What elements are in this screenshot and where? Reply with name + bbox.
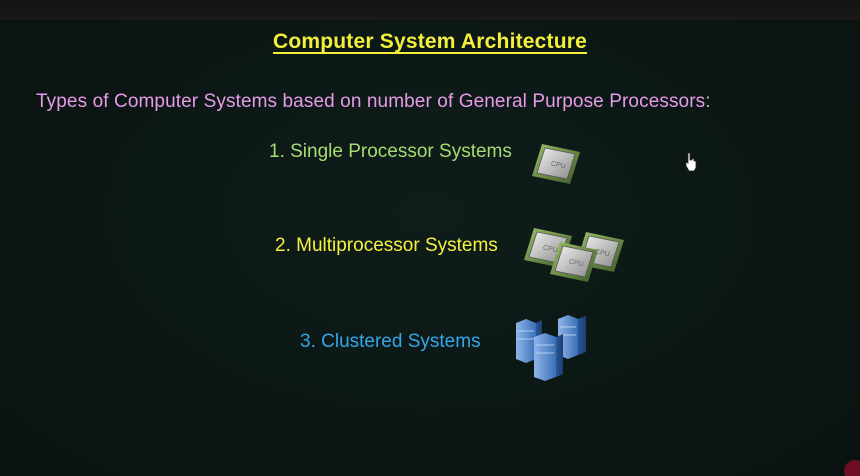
- svg-text:CPU: CPU: [594, 248, 610, 258]
- slide-title: Computer System Architecture: [272, 30, 588, 53]
- svg-text:CPU: CPU: [550, 160, 566, 170]
- cpu-chip-icon: CPU: [532, 144, 580, 184]
- list-item-single-processor: 1. Single Processor Systems: [269, 141, 512, 162]
- list-item-clustered: 3. Clustered Systems: [300, 331, 481, 352]
- hand-cursor-icon: [685, 152, 697, 172]
- svg-text:CPU: CPU: [568, 258, 584, 268]
- server-cluster-icon: [516, 315, 586, 381]
- multiple-cpu-chips-icon: CPU CPU CPU: [524, 228, 624, 282]
- window-top-bar: [0, 0, 860, 20]
- svg-text:CPU: CPU: [542, 244, 558, 254]
- list-item-multiprocessor: 2. Multiprocessor Systems: [275, 235, 498, 256]
- slide-subtitle: Types of Computer Systems based on numbe…: [36, 91, 711, 112]
- corner-badge-icon: [844, 460, 860, 476]
